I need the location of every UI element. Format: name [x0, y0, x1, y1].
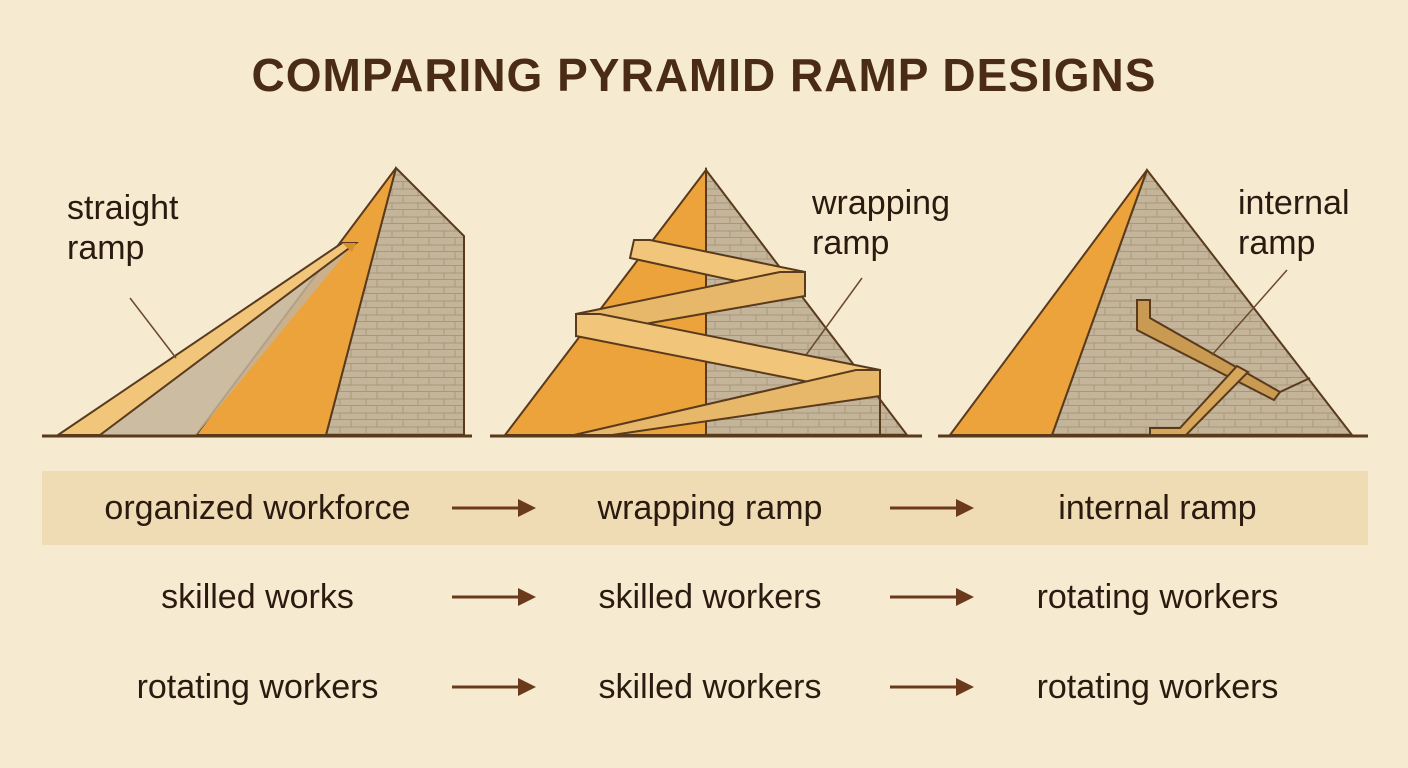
pyramid-diagrams: straight ramp wrapping ramp internal ram…: [0, 150, 1408, 450]
row-cell: wrapping ramp: [597, 489, 823, 527]
label-line: wrapping: [812, 184, 950, 222]
label-line: internal: [1238, 184, 1350, 222]
row-cell: rotating workers: [1036, 668, 1279, 706]
pyramid-illustrations: [42, 166, 1368, 438]
label-line: ramp: [67, 229, 145, 267]
right-arrow-icon: [890, 499, 974, 517]
row-cell: organized workforce: [104, 489, 411, 527]
highlight-band: [42, 471, 1368, 545]
right-arrow-icon: [890, 588, 974, 606]
label-straight-ramp: straight ramp: [67, 188, 179, 268]
row-cell: skilled works: [161, 578, 354, 616]
right-arrow-icon: [890, 678, 974, 696]
right-arrow-icon: [452, 499, 536, 517]
row-cell: skilled workers: [598, 668, 822, 706]
row-cell: rotating workers: [1036, 578, 1279, 616]
comparison-row: skilled works skilled workers rotating w…: [0, 567, 1408, 627]
label-internal-ramp: internal ramp: [1238, 183, 1350, 263]
label-line: straight: [67, 189, 179, 227]
right-arrow-icon: [452, 678, 536, 696]
pyramid-straight-ramp: [42, 166, 472, 438]
page-title: COMPARING PYRAMID RAMP DESIGNS: [251, 49, 1157, 101]
label-wrapping-ramp: wrapping ramp: [812, 183, 950, 263]
row-cell: internal ramp: [1058, 489, 1257, 527]
label-line: ramp: [812, 224, 890, 262]
row-cell: skilled workers: [598, 578, 822, 616]
pyramid-wrapping-ramp: [490, 167, 922, 438]
row-cell: rotating workers: [136, 668, 379, 706]
pyramid-internal-ramp: [938, 167, 1368, 438]
comparison-row: organized workforce wrapping ramp intern…: [0, 478, 1408, 538]
right-arrow-icon: [452, 588, 536, 606]
comparison-row: rotating workers skilled workers rotatin…: [0, 657, 1408, 717]
label-line: ramp: [1238, 224, 1316, 262]
